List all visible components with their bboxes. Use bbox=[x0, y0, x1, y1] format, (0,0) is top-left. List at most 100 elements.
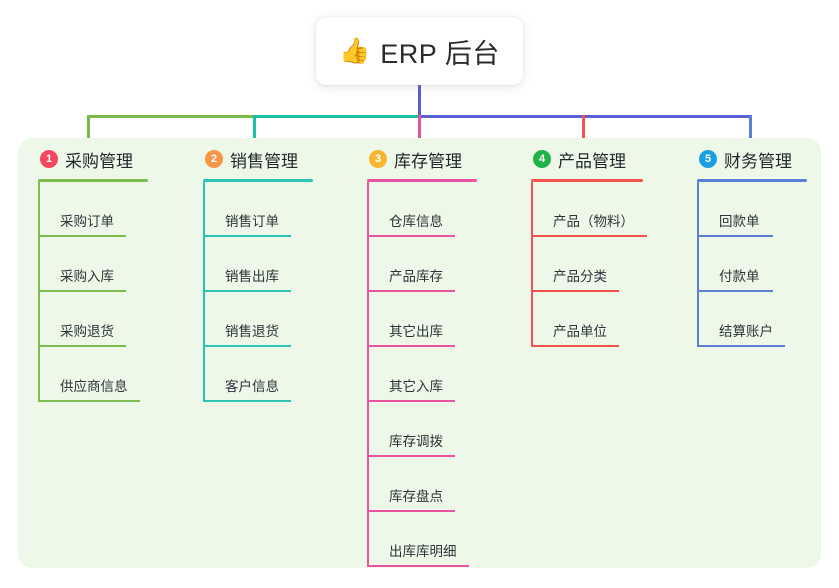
list-item-rule bbox=[531, 290, 619, 292]
list-item-label: 客户信息 bbox=[225, 379, 279, 394]
list-item[interactable]: 供应商信息 bbox=[38, 347, 148, 402]
thumbs-up-icon: 👍 bbox=[339, 36, 371, 65]
column-rule-3 bbox=[367, 179, 477, 182]
column-items-3: 仓库信息产品库存其它出库其它入库库存调拨库存盘点出库库明细 bbox=[367, 182, 477, 567]
column-title-1: 采购管理 bbox=[65, 151, 133, 171]
list-item-label: 结算账户 bbox=[719, 324, 773, 339]
list-item-rule bbox=[367, 345, 455, 347]
column-items-5: 回款单付款单结算账户 bbox=[697, 182, 807, 347]
column-items-4: 产品（物料） 产品分类产品单位 bbox=[531, 182, 647, 347]
list-item-rule bbox=[531, 235, 647, 237]
column-rule-4 bbox=[531, 179, 643, 182]
list-item-label: 销售退货 bbox=[225, 324, 279, 339]
list-item[interactable]: 仓库信息 bbox=[367, 182, 477, 237]
list-item[interactable]: 库存调拨 bbox=[367, 402, 477, 457]
list-item-label: 供应商信息 bbox=[60, 379, 128, 394]
list-item[interactable]: 产品分类 bbox=[531, 237, 643, 292]
list-item-rule bbox=[38, 345, 126, 347]
column-spine-4 bbox=[531, 182, 533, 347]
list-item-label: 其它入库 bbox=[389, 379, 443, 394]
column-header-3[interactable]: 3 库存管理 bbox=[367, 144, 477, 174]
list-item-label: 付款单 bbox=[719, 269, 760, 284]
list-item-rule bbox=[203, 400, 291, 402]
list-item-label: 产品（物料） bbox=[553, 214, 634, 229]
column-header-4[interactable]: 4 产品管理 bbox=[531, 144, 643, 174]
list-item-label: 产品单位 bbox=[553, 324, 607, 339]
list-item-rule bbox=[367, 400, 455, 402]
list-item-rule bbox=[203, 345, 291, 347]
list-item-rule bbox=[38, 235, 126, 237]
list-item-label: 产品分类 bbox=[553, 269, 607, 284]
list-item-rule bbox=[697, 290, 773, 292]
list-item[interactable]: 采购退货 bbox=[38, 292, 148, 347]
diagram-panel bbox=[18, 138, 821, 568]
list-item-label: 采购入库 bbox=[60, 269, 114, 284]
column-title-3: 库存管理 bbox=[394, 151, 462, 171]
column-badge-4: 4 bbox=[533, 150, 551, 168]
list-item-rule bbox=[367, 455, 455, 457]
list-item[interactable]: 其它入库 bbox=[367, 347, 477, 402]
list-item[interactable]: 销售退货 bbox=[203, 292, 313, 347]
list-item-rule bbox=[697, 345, 785, 347]
list-item-label: 库存调拨 bbox=[389, 434, 443, 449]
list-item-rule bbox=[203, 235, 291, 237]
list-item-rule bbox=[38, 290, 126, 292]
list-item[interactable]: 产品库存 bbox=[367, 237, 477, 292]
list-item-label: 采购退货 bbox=[60, 324, 114, 339]
list-item-label: 库存盘点 bbox=[389, 489, 443, 504]
column-1: 1 采购管理采购订单采购入库采购退货供应商信息 bbox=[38, 144, 148, 402]
list-item-rule bbox=[697, 235, 773, 237]
column-spine-2 bbox=[203, 182, 205, 402]
list-item-rule bbox=[367, 235, 455, 237]
list-item-label: 采购订单 bbox=[60, 214, 114, 229]
column-3: 3 库存管理仓库信息产品库存其它出库其它入库库存调拨库存盘点出库库明细 bbox=[367, 144, 477, 567]
root-node[interactable]: 👍 ERP 后台 bbox=[316, 17, 523, 85]
list-item-label: 出库库明细 bbox=[389, 544, 457, 559]
list-item-label: 产品库存 bbox=[389, 269, 443, 284]
column-title-2: 销售管理 bbox=[230, 151, 298, 171]
list-item[interactable]: 产品单位 bbox=[531, 292, 643, 347]
list-item[interactable]: 其它出库 bbox=[367, 292, 477, 347]
column-header-1[interactable]: 1 采购管理 bbox=[38, 144, 148, 174]
column-5: 5 财务管理回款单付款单结算账户 bbox=[697, 144, 807, 347]
list-item[interactable]: 客户信息 bbox=[203, 347, 313, 402]
list-item-rule bbox=[203, 290, 291, 292]
list-item-label: 仓库信息 bbox=[389, 214, 443, 229]
column-spine-1 bbox=[38, 182, 40, 402]
list-item[interactable]: 销售出库 bbox=[203, 237, 313, 292]
column-badge-1: 1 bbox=[40, 150, 58, 168]
column-header-5[interactable]: 5 财务管理 bbox=[697, 144, 807, 174]
list-item-rule bbox=[38, 400, 140, 402]
list-item-rule bbox=[367, 565, 469, 567]
column-items-1: 采购订单采购入库采购退货供应商信息 bbox=[38, 182, 148, 402]
root-title: ERP 后台 bbox=[380, 38, 500, 69]
column-spine-3 bbox=[367, 182, 369, 567]
column-rule-2 bbox=[203, 179, 313, 182]
list-item-label: 其它出库 bbox=[389, 324, 443, 339]
list-item[interactable]: 出库库明细 bbox=[367, 512, 477, 567]
list-item[interactable]: 采购入库 bbox=[38, 237, 148, 292]
list-item-label: 回款单 bbox=[719, 214, 760, 229]
column-rule-1 bbox=[38, 179, 148, 182]
column-rule-5 bbox=[697, 179, 807, 182]
list-item-label: 销售订单 bbox=[225, 214, 279, 229]
list-item-rule bbox=[531, 345, 619, 347]
column-badge-5: 5 bbox=[699, 150, 717, 168]
column-badge-3: 3 bbox=[369, 150, 387, 168]
column-4: 4 产品管理产品（物料） 产品分类产品单位 bbox=[531, 144, 647, 347]
list-item-label: 销售出库 bbox=[225, 269, 279, 284]
list-item[interactable]: 产品（物料） bbox=[531, 182, 647, 237]
list-item[interactable]: 销售订单 bbox=[203, 182, 313, 237]
list-item[interactable]: 结算账户 bbox=[697, 292, 807, 347]
list-item[interactable]: 回款单 bbox=[697, 182, 807, 237]
list-item-rule bbox=[367, 290, 455, 292]
column-spine-5 bbox=[697, 182, 699, 347]
list-item[interactable]: 库存盘点 bbox=[367, 457, 477, 512]
list-item-rule bbox=[367, 510, 455, 512]
list-item[interactable]: 采购订单 bbox=[38, 182, 148, 237]
column-title-4: 产品管理 bbox=[558, 151, 626, 171]
column-title-5: 财务管理 bbox=[724, 151, 792, 171]
list-item[interactable]: 付款单 bbox=[697, 237, 807, 292]
